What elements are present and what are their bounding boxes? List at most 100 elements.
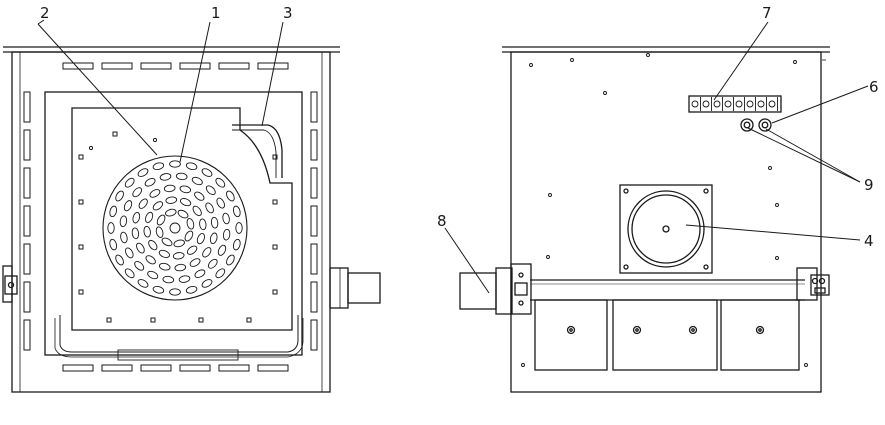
side-bracket-right <box>796 267 830 301</box>
fan-grille-hole <box>115 190 124 202</box>
junction-boxes <box>534 299 800 371</box>
fan-grille-hole <box>216 197 225 209</box>
pipe <box>232 124 283 178</box>
fan-grille-hole <box>119 215 128 228</box>
fan-hub <box>169 222 181 234</box>
front-view <box>2 46 381 393</box>
fan-grille-hole <box>145 255 156 265</box>
fan-grille <box>102 155 248 301</box>
fan-grille-hole <box>169 288 181 296</box>
fan-grille-hole <box>162 275 175 284</box>
fan-grille-hole <box>109 238 118 251</box>
callout-2: 2 <box>40 4 50 22</box>
fan-grille-hole <box>163 184 176 193</box>
fan-grille-hole <box>124 268 135 279</box>
fan-grille-hole <box>174 263 187 272</box>
fan-grille-hole <box>202 247 212 258</box>
fan-grille-hole <box>120 231 128 244</box>
terminal-screw <box>702 100 710 108</box>
fan-grille-hole <box>158 249 170 258</box>
fan-grille-hole <box>179 185 192 194</box>
callout-1: 1 <box>211 4 221 22</box>
fan-grille-hole <box>217 244 227 256</box>
fan-grille-hole <box>148 239 158 251</box>
fan-grille-hole <box>155 226 164 238</box>
outlet-connector <box>329 267 381 309</box>
callout-9: 9 <box>864 176 874 194</box>
fan-grille-hole <box>178 275 191 283</box>
fan-grille-hole <box>136 242 145 254</box>
fan-grille-hole <box>132 211 141 224</box>
callout-4: 4 <box>864 232 874 250</box>
fan-grille-hole <box>226 254 235 266</box>
fan-grille-hole <box>222 228 231 241</box>
terminal-screw <box>735 100 743 108</box>
fan-grille-hole <box>132 187 143 198</box>
fan-grille-hole <box>185 162 198 171</box>
callout-3: 3 <box>283 4 293 22</box>
terminal-screw <box>691 100 699 108</box>
fan-grille-hole <box>156 214 166 226</box>
fan-grille-hole <box>185 285 198 294</box>
fan-grille-hole <box>189 258 201 267</box>
fan-grille-hole <box>235 222 243 234</box>
fan-grille-hole <box>210 216 219 229</box>
cross-tube <box>530 279 805 301</box>
fan-grille-hole <box>145 211 154 223</box>
fan-grille-hole <box>201 168 213 177</box>
fan-motor-plate <box>619 184 713 274</box>
fan-grille-hole <box>199 218 207 231</box>
fan-grille-hole <box>173 239 185 248</box>
fan-grille-hole <box>209 232 218 245</box>
fan-grille-hole <box>144 178 156 187</box>
terminal-screw <box>724 100 732 108</box>
fan-grille-hole <box>138 198 148 209</box>
fan-grille-hole <box>131 227 140 240</box>
fan-grille-hole <box>143 225 151 238</box>
fan-grille-hole <box>137 168 149 177</box>
terminal-strip <box>688 95 782 113</box>
fan-grille-hole <box>165 196 178 204</box>
fan-grille-hole <box>161 237 173 247</box>
fan-grille-hole <box>194 269 206 278</box>
fan-grille-hole <box>137 279 149 288</box>
fan-grille-hole <box>205 202 214 214</box>
fan-grille-hole <box>169 160 181 168</box>
fan-grille-hole <box>186 245 198 255</box>
fan-grille-hole <box>123 200 133 212</box>
fan-grille-hole <box>109 205 118 218</box>
fan-grille-hole <box>147 270 159 280</box>
fan-grille-hole <box>124 177 135 188</box>
fan-grille-hole <box>222 212 230 225</box>
fan-grille-hole <box>159 173 172 181</box>
fan-grille-hole <box>207 258 218 269</box>
fan-grille-hole <box>172 252 185 260</box>
fan-grille-hole <box>192 205 202 217</box>
fan-grille-hole <box>175 172 188 181</box>
fan-grille-hole <box>177 209 189 219</box>
fan-grille-hole <box>115 254 124 266</box>
fan-grille-hole <box>186 218 195 230</box>
fan-grille-hole <box>149 189 161 198</box>
fan-grille-hole <box>152 201 164 211</box>
back-panel <box>510 51 822 393</box>
leader-lines <box>37 19 869 294</box>
cable-glands <box>740 118 772 132</box>
outer-casing <box>11 51 331 393</box>
fan-grille-hole <box>125 247 134 259</box>
terminal-screw <box>768 100 776 108</box>
fan-grille-hole <box>191 176 203 186</box>
fan-grille-hole <box>152 162 165 171</box>
terminal-screw <box>713 100 721 108</box>
fan-grille-hole <box>194 191 205 201</box>
panel-holes <box>521 53 808 367</box>
fan-grille-hole <box>201 279 213 288</box>
fan-grille-hole <box>196 233 205 245</box>
vent-slots <box>23 62 318 372</box>
plate-holes <box>78 131 278 323</box>
terminal-screw <box>746 100 754 108</box>
callout-labels: 1 2 3 4 6 7 8 9 <box>40 4 879 250</box>
side-bracket-left <box>2 265 18 303</box>
fan-grille-hole <box>107 222 115 234</box>
